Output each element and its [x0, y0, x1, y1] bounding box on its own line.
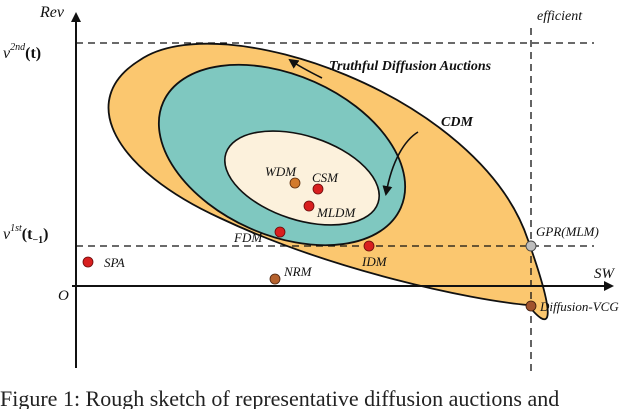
v1st-label: v1st(t−1) [3, 223, 48, 246]
gpr-mlm-point [525, 240, 537, 252]
fdm-label: FDM [233, 230, 263, 245]
mldm-label: MLDM [316, 205, 356, 220]
idm-point [363, 240, 375, 252]
wdm-label: WDM [265, 164, 297, 179]
mldm-point [303, 200, 315, 212]
fdm-point [274, 226, 286, 238]
csm-label: CSM [312, 170, 339, 185]
wdm-point [289, 177, 301, 189]
y-axis-label: Rev [39, 4, 65, 21]
spa-point [82, 256, 94, 268]
x-axis-label: SW [594, 266, 616, 282]
diffusion-vcg-point [525, 300, 537, 312]
inner-mechanisms-region [224, 130, 380, 226]
v2nd-label: v2nd(t) [3, 42, 41, 62]
cdm-arrow [382, 131, 419, 196]
diffusion-vcg-label: Diffusion-VCG [539, 299, 619, 314]
spa-label: SPA [104, 255, 125, 270]
csm-point [312, 183, 324, 195]
cdm-label: CDM [441, 115, 473, 130]
nrm-point [269, 273, 281, 285]
truthful-diffusion-auctions-label: Truthful Diffusion Auctions [329, 59, 492, 74]
origin-label: O [58, 288, 69, 304]
figure-caption: Figure 1: Rough sketch of representative… [0, 386, 560, 409]
truthful-arrow [288, 58, 323, 79]
gpr-mlm-label: GPR(MLM) [536, 224, 599, 239]
idm-label: IDM [361, 254, 388, 269]
efficient-label: efficient [537, 9, 583, 24]
nrm-label: NRM [283, 264, 313, 279]
